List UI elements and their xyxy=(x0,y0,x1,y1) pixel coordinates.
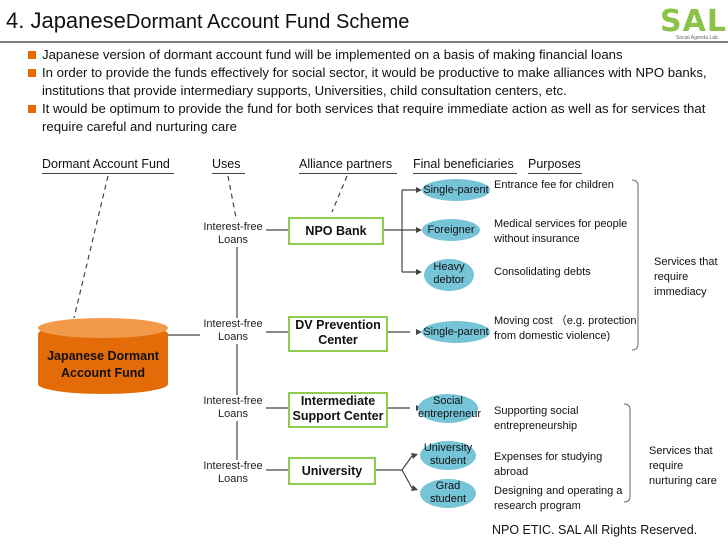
cylinder-body-bottom xyxy=(38,374,168,394)
use-node: Interest-free Loans xyxy=(200,318,266,344)
group-label-immediate: Services that require immediacy xyxy=(654,256,718,298)
partner-npo-bank: NPO Bank xyxy=(288,217,384,245)
header-beneficiaries: Final beneficiaries xyxy=(413,157,514,171)
bracket-nurturing xyxy=(623,403,631,503)
beneficiary-foreigner: Foreigner xyxy=(422,219,480,241)
fund-node-label: Japanese Dormant Account Fund xyxy=(47,349,159,380)
bullet-item: In order to provide the funds effectivel… xyxy=(26,64,726,100)
purpose-text: Moving cost （e.g. protection from domest… xyxy=(494,315,637,342)
header-uses: Uses xyxy=(212,157,241,171)
use-node: Interest-free Loans xyxy=(200,221,266,247)
header-underline xyxy=(299,173,397,174)
leader-line-partners xyxy=(331,175,348,213)
purpose-text: Supporting social entrepreneurship xyxy=(494,405,579,432)
purpose-text: Entrance fee for children xyxy=(494,179,614,191)
title-rest: Dormant Account Fund Scheme xyxy=(125,11,410,33)
beneficiary-heavy-debtor: Heavy debtor xyxy=(424,259,474,291)
leader-line-uses xyxy=(227,175,237,219)
beneficiary-single-parent: Single-parent xyxy=(422,321,490,343)
purpose-text: Designing and operating a research progr… xyxy=(494,485,623,512)
logo-text: SAL xyxy=(660,4,727,39)
partner-intermediate-support-center: Intermediate Support Center xyxy=(288,392,388,428)
beneficiary-grad-student: Grad student xyxy=(420,479,476,508)
cylinder-top xyxy=(38,318,168,338)
beneficiary-single-parent: Single-parent xyxy=(422,179,490,201)
footer-copyright: NPO ETIC. SAL All Rights Reserved. xyxy=(492,523,698,537)
group-label-nurturing: Services that require nurturing care xyxy=(649,445,717,487)
header-underline xyxy=(42,173,174,174)
beneficiary-university-student: University student xyxy=(420,441,476,470)
header-partners: Alliance partners xyxy=(299,157,393,171)
bullet-list: Japanese version of dormant account fund… xyxy=(26,46,726,136)
leader-line-fund xyxy=(73,175,109,319)
use-node: Interest-free Loans xyxy=(200,460,266,486)
bullet-text: In order to provide the funds effectivel… xyxy=(42,65,707,98)
use-node: Interest-free Loans xyxy=(200,395,266,421)
purpose-text: Medical services for people without insu… xyxy=(494,218,628,245)
sal-logo: SAL Social Agenda Lab. xyxy=(646,4,726,41)
title-lead: 4. Japanese xyxy=(6,8,126,33)
beneficiary-social-entrepreneur: Social entrepreneur xyxy=(418,394,481,423)
logo-subtext: Social Agenda Lab. xyxy=(676,35,720,41)
bullet-square-icon xyxy=(28,69,36,77)
bullet-item: Japanese version of dormant account fund… xyxy=(26,46,726,64)
partner-dv-prevention-center: DV Prevention Center xyxy=(288,316,388,352)
header-underline xyxy=(528,173,582,174)
header-fund: Dormant Account Fund xyxy=(42,157,170,171)
partner-university: University xyxy=(288,457,376,485)
fund-node: Japanese Dormant Account Fund xyxy=(38,314,168,398)
header-underline xyxy=(212,173,245,174)
header-underline xyxy=(413,173,517,174)
header-purposes: Purposes xyxy=(528,157,581,171)
bullet-item: It would be optimum to provide the fund … xyxy=(26,100,726,136)
bullet-text: It would be optimum to provide the fund … xyxy=(42,101,706,134)
bullet-square-icon xyxy=(28,51,36,59)
bracket-immediate xyxy=(631,179,639,351)
bullet-text: Japanese version of dormant account fund… xyxy=(42,47,623,62)
bullet-square-icon xyxy=(28,105,36,113)
page-title: 4. JapaneseDormant Account Fund Scheme xyxy=(6,8,409,34)
purpose-text: Expenses for studying abroad xyxy=(494,451,603,478)
purpose-text: Consolidating debts xyxy=(494,266,591,278)
title-divider xyxy=(0,41,728,43)
